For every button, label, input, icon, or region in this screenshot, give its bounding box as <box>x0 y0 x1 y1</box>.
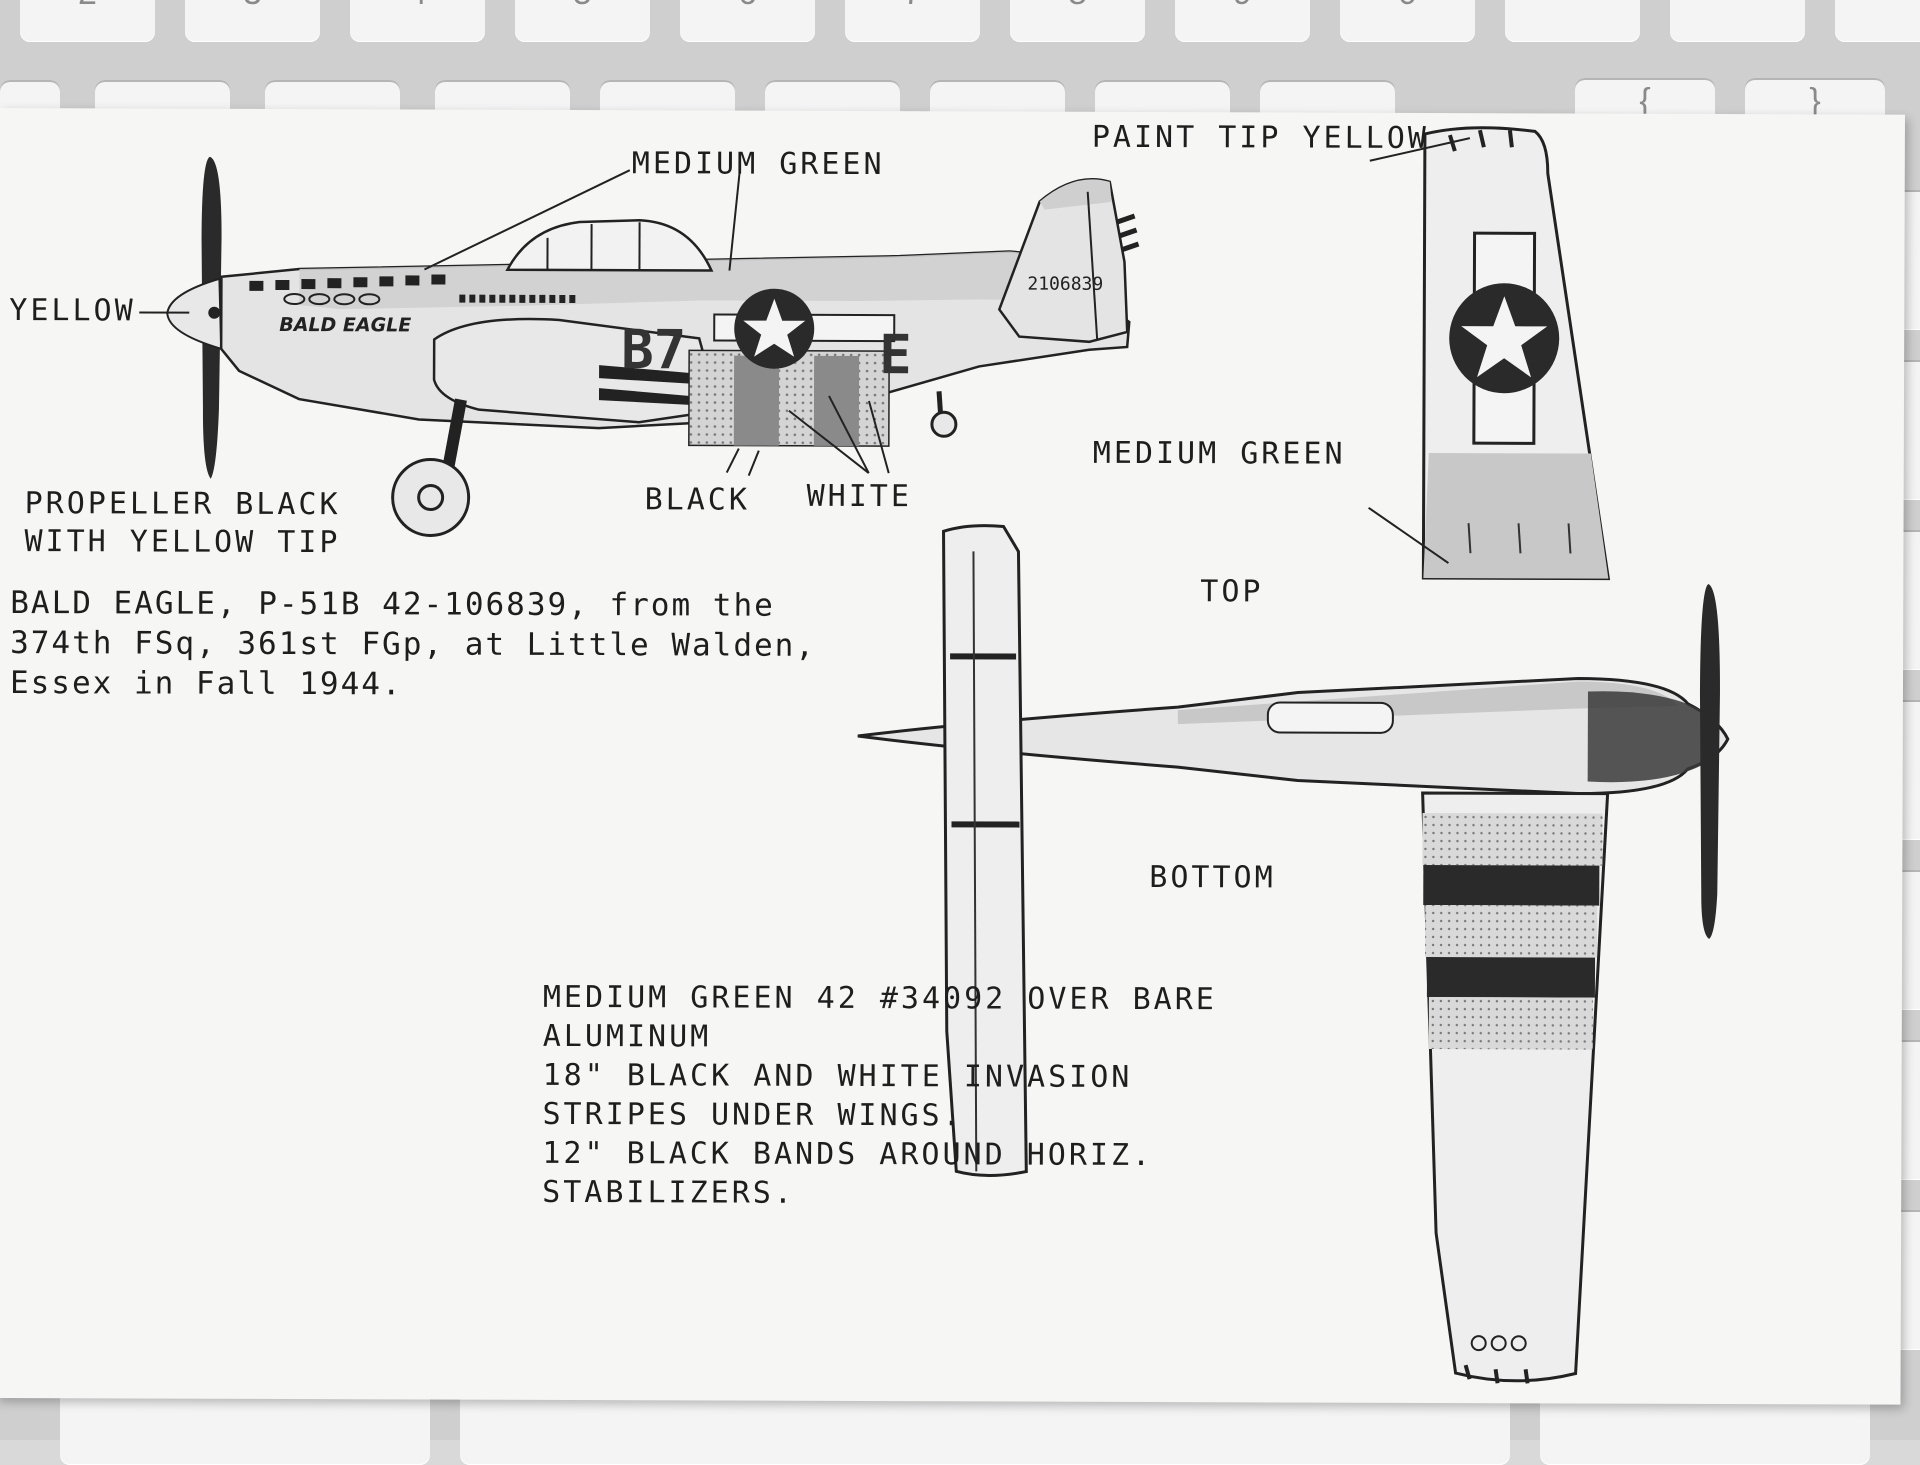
fuselage-code-b7: B7 <box>621 318 686 381</box>
label-propeller-line1: PROPELLER BLACK <box>25 486 341 522</box>
key-6: 6 <box>680 0 815 42</box>
label-paint-tip-yellow: PAINT TIP YELLOW <box>1092 120 1429 156</box>
key-3: 3 <box>185 0 320 42</box>
nose-art: BALD EAGLE <box>279 314 411 336</box>
label-medium-green-top: MEDIUM GREEN <box>632 146 885 182</box>
label-white: WHITE <box>807 479 912 514</box>
notes-line-4: STRIPES UNDER WINGS. <box>542 1095 1216 1136</box>
notes-line-2: ALUMINUM <box>543 1017 1217 1058</box>
notes-line-3: 18" BLACK AND WHITE INVASION <box>543 1056 1217 1097</box>
key-5: 5 <box>515 0 650 42</box>
key-7: 7 <box>845 0 980 42</box>
label-yellow: YELLOW <box>9 293 135 328</box>
aircraft-caption: BALD EAGLE, P-51B 42-106839, from the 37… <box>10 583 816 706</box>
key-2: 2 <box>20 0 155 42</box>
label-bottom: BOTTOM <box>1149 860 1275 895</box>
key-blank-c <box>1835 0 1920 42</box>
key-8: 8 <box>1010 0 1145 42</box>
paint-notes: MEDIUM GREEN 42 #34092 OVER BARE ALUMINU… <box>542 978 1217 1214</box>
key-4: 4 <box>350 0 485 42</box>
key-blank-b <box>1670 0 1805 42</box>
label-medium-green-right: MEDIUM GREEN <box>1093 436 1346 472</box>
label-propeller-line2: WITH YELLOW TIP <box>24 524 340 560</box>
notes-line-5: 12" BLACK BANDS AROUND HORIZ. <box>542 1134 1216 1175</box>
notes-line-1: MEDIUM GREEN 42 #34092 OVER BARE <box>543 978 1217 1019</box>
label-top: TOP <box>1200 574 1263 609</box>
caption-line-3: Essex in Fall 1944. <box>10 663 816 706</box>
key-blank-a <box>1505 0 1640 42</box>
label-black: BLACK <box>645 482 750 517</box>
key-0: 0 <box>1340 0 1475 42</box>
notes-line-6: STABILIZERS. <box>542 1173 1216 1214</box>
caption-line-2: 374th FSq, 361st FGp, at Little Walden, <box>10 623 816 666</box>
key-9: 9 <box>1175 0 1310 42</box>
instruction-sheet: B7 E 2106839 BALD EAGLE <box>0 108 1905 1405</box>
caption-line-1: BALD EAGLE, P-51B 42-106839, from the <box>10 583 816 626</box>
